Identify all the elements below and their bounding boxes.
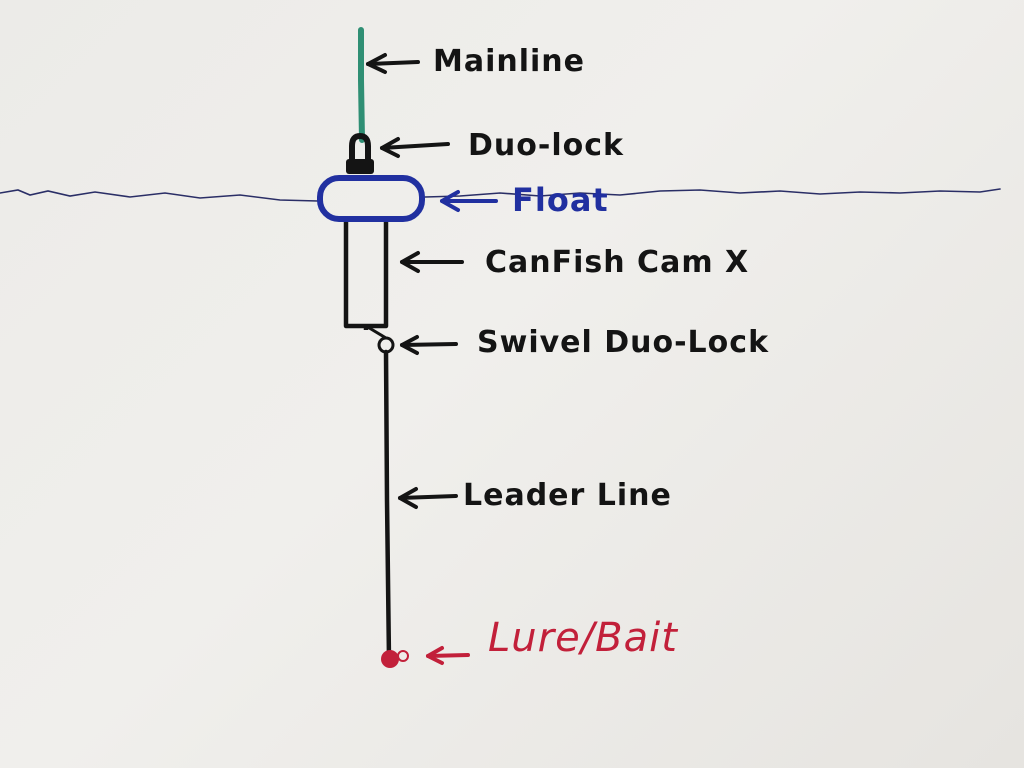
duo-lock-base (346, 159, 374, 174)
arrow-lure-bait (426, 646, 470, 665)
label-float: Float (512, 181, 609, 219)
cam-connector (365, 324, 387, 340)
float-body (317, 175, 425, 222)
label-swivel-duo-lock: Swivel Duo-Lock (477, 325, 770, 360)
label-leader-line: Leader Line (463, 478, 672, 513)
arrow-leader-line (398, 487, 458, 509)
label-canfish-cam: CanFish Cam X (485, 245, 750, 280)
water-surface-line (0, 188, 1001, 202)
lure-bait-dot (381, 650, 399, 668)
arrow-canfish-cam (400, 251, 464, 273)
leader-line (383, 349, 392, 663)
lure-bait-dot-inner (397, 650, 409, 662)
canfish-cam-body (343, 222, 389, 330)
label-lure-bait: Lure/Bait (488, 615, 678, 661)
duo-lock-clip (349, 132, 371, 163)
arrow-swivel-duo-lock (400, 335, 458, 355)
arrow-duo-lock (380, 137, 450, 158)
arrow-float (440, 190, 498, 212)
arrow-mainline (366, 53, 420, 74)
label-duo-lock: Duo-lock (468, 128, 624, 163)
label-mainline: Mainline (433, 44, 586, 79)
mainline-line (358, 27, 365, 143)
